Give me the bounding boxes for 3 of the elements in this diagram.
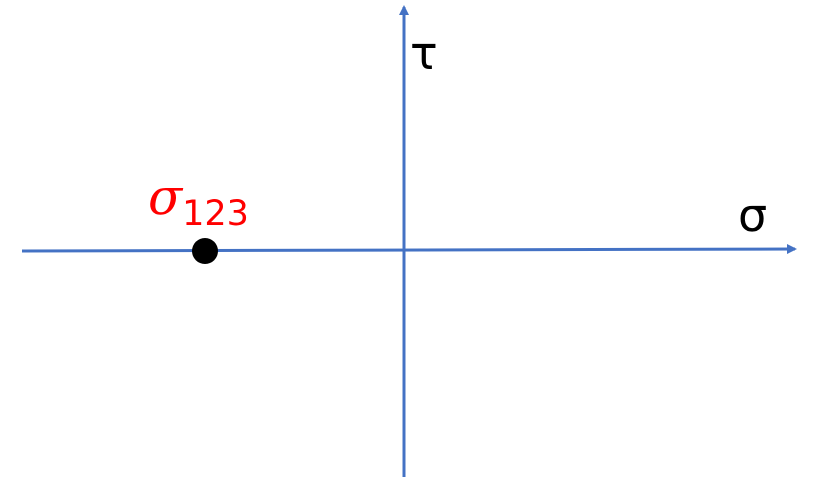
axis-label: τ — [410, 30, 438, 76]
axis-label: σ — [738, 192, 768, 238]
point-label: σ$_{123}$ — [148, 172, 249, 232]
